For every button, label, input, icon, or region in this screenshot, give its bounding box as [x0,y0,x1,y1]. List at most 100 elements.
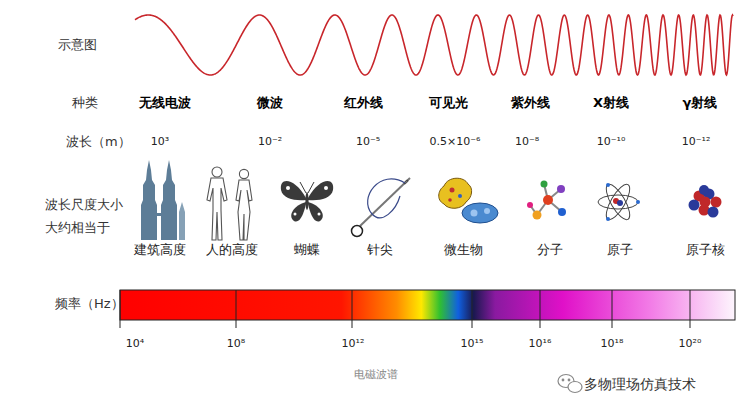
wavelength-value: 10⁻² [258,135,282,148]
wave-type: 微波 [257,95,283,111]
caption: 电磁波谱 [354,368,398,381]
frequency-value: 10¹⁵ [461,337,484,350]
butterfly-icon [281,181,333,222]
butterfly-icon [300,182,314,193]
frequency-value: 10¹² [342,337,365,350]
human-icon [207,167,252,240]
butterfly-icon [324,186,328,190]
row-header: 种类 [72,95,98,111]
molecule-icon [533,211,542,220]
microbe-icon [458,194,462,198]
wave-type: 红外线 [344,95,383,111]
wave-type: 紫外线 [511,95,550,111]
human-icon [207,178,227,240]
atom-icon [636,200,640,204]
human-icon [212,167,222,177]
scale-label: 蝴蝶 [294,242,320,258]
molecule-icon [541,181,548,188]
frequency-value: 10⁴ [126,337,144,350]
human-icon [236,180,252,240]
tick-mark [540,290,541,328]
row-header: 波长（m） [66,134,131,150]
frequency-value: 10¹⁸ [601,337,624,350]
wave-type: X射线 [593,95,629,111]
wave-type: 可见光 [429,95,468,111]
microbe-icon [439,178,472,208]
microbe-icon [462,203,498,223]
wechat-icon [568,379,570,381]
scale-label: 建筑高度 [134,242,186,258]
needle-icon [360,178,410,226]
microbe-icon [439,178,498,223]
butterfly-icon [286,186,290,190]
frequency-bar [120,290,735,320]
frequency-bar [120,290,735,320]
scale-label: 分子 [537,242,563,258]
butterfly-icon [281,181,333,222]
atom-icon [598,181,640,223]
scale-label: 针尖 [367,242,393,258]
scale-label: 原子核 [686,242,725,258]
butterfly-icon [291,202,306,222]
wavelength-value: 10⁻¹⁰ [597,135,626,148]
atom-icon [617,200,623,206]
tick-mark [690,290,691,328]
wavelength-value: 10⁻⁵ [356,135,380,148]
atom-icon [598,181,638,223]
wechat-icon [568,382,582,393]
watermark: 多物理场仿真技术 [584,376,696,393]
needle-icon [368,179,405,218]
wavelength-value: 10³ [151,135,169,148]
tower-icon [157,213,161,216]
butterfly-icon [308,202,323,222]
wave-sketch [135,15,733,75]
needle-icon [352,226,363,237]
frequency-value: 10⁸ [227,337,245,350]
butterfly-icon [286,186,328,216]
nucleus-icon [700,197,711,208]
molecule-icon [558,208,566,216]
wechat-icon [558,375,582,393]
molecule-icon [557,185,565,193]
scale-label: 微生物 [444,242,483,258]
atom-icon [606,217,610,221]
butterfly-icon [294,213,297,216]
scale-label: 原子 [607,242,633,258]
microbe-icon [484,208,490,214]
human-icon [239,169,248,178]
wave-line [135,15,733,75]
tick-mark [352,290,353,328]
needle-icon [352,178,411,237]
microbe-icon [450,188,455,193]
frequency-value: 10¹⁶ [529,337,552,350]
frequency-value: 10²⁰ [679,337,702,350]
nucleus-icon [711,197,722,208]
atom-icon [598,195,638,209]
microbe-icon [471,210,478,217]
wavelength-value: 10⁻⁸ [515,135,539,148]
tower-icon [161,160,177,240]
nucleus-icon [699,185,709,195]
atom-icon [602,181,634,223]
wave-type: 无线电波 [139,95,191,111]
atom-icon [606,183,610,187]
wechat-icon [562,379,564,381]
molecule-icon [527,202,533,208]
butterfly-icon [318,213,321,216]
wave-type: γ射线 [683,95,718,111]
tower-icon [179,202,185,240]
row-header: 频率（Hz） [55,296,124,312]
atom-icon [602,181,634,223]
nucleus-icon [689,200,700,211]
tick-mark [236,290,237,328]
row-header: 波长尺度大小 大约相当于 [45,193,128,239]
tick-mark [120,290,690,328]
nucleus-icon [689,185,722,218]
row-header: 示意图 [58,37,97,53]
molecule-icon [543,195,553,205]
butterfly-icon [308,181,333,200]
tick-mark [472,290,473,328]
tick-mark [612,290,613,328]
